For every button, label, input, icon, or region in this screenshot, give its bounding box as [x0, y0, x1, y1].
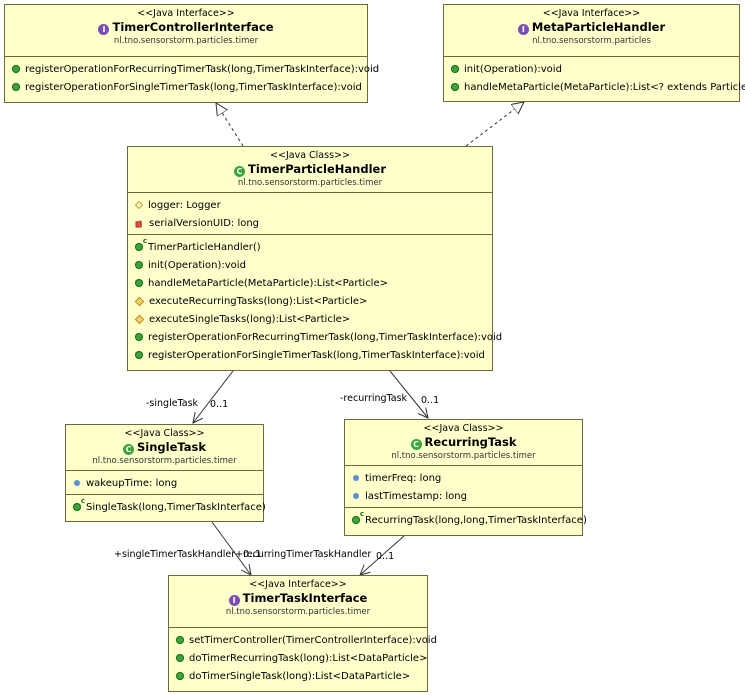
- private-static-final-icon: F: [135, 219, 142, 227]
- method-row[interactable]: executeRecurringTasks(long):List<Particl…: [128, 292, 492, 310]
- class-name: TimerParticleHandler: [247, 162, 386, 176]
- package-label: nl.tno.sensorstorm.particles: [532, 36, 651, 46]
- edge-multiplicity-label: 0..1: [243, 549, 262, 560]
- method-row[interactable]: registerOperationForSingleTimerTask(long…: [5, 78, 367, 96]
- package-label: nl.tno.sensorstorm.particles.timer: [237, 178, 383, 188]
- package-label: nl.tno.sensorstorm.particles.timer: [92, 456, 237, 466]
- method-row[interactable]: registerOperationForSingleTimerTask(long…: [128, 346, 492, 364]
- class-icon: C: [233, 166, 245, 177]
- field-row[interactable]: logger: Logger: [128, 196, 492, 214]
- public-method-icon: [451, 65, 459, 73]
- association-edge-recurringtask-handler: [360, 535, 405, 575]
- public-method-icon: [135, 279, 143, 287]
- class-name: MetaParticleHandler: [531, 20, 666, 34]
- package-label: nl.tno.sensorstorm.particles.timer: [113, 36, 259, 46]
- class-name: SingleTask: [137, 440, 206, 454]
- method-row[interactable]: handleMetaParticle(MetaParticle):List<? …: [444, 78, 745, 96]
- method-row[interactable]: SingleTask(long,TimerTaskInterface): [66, 497, 266, 516]
- public-method-icon: [451, 83, 459, 91]
- field-row[interactable]: timerFreq: long: [345, 469, 582, 487]
- constructor-icon: [352, 510, 364, 524]
- association-edge-singletask: [193, 370, 234, 423]
- public-method-icon: [12, 65, 20, 73]
- package-field-icon: [353, 475, 359, 481]
- package-label: nl.tno.sensorstorm.particles.timer: [391, 451, 536, 461]
- stereotype-label: <<Java Interface>>: [137, 8, 235, 19]
- stereotype-label: <<Java Class>>: [423, 423, 504, 434]
- association-edge-singletask-handler: [211, 521, 251, 575]
- class-icon: C: [123, 444, 134, 455]
- interface-icon: I: [517, 24, 529, 35]
- edge-role-label-handlers: +singleTimerTaskHandler+recurringTimerTa…: [114, 549, 372, 560]
- package-field-icon: [74, 480, 80, 486]
- constructor-icon: [73, 497, 85, 511]
- method-row[interactable]: registerOperationForRecurringTimerTask(l…: [5, 60, 379, 78]
- edge-multiplicity-label: 0..1: [376, 551, 395, 562]
- svg-text:F: F: [140, 219, 142, 223]
- method-row[interactable]: doTimerSingleTask(long):List<DataParticl…: [169, 667, 427, 685]
- public-method-icon: [135, 351, 143, 359]
- public-method-icon: [12, 83, 20, 91]
- method-row[interactable]: init(Operation):void: [128, 256, 492, 274]
- method-row[interactable]: init(Operation):void: [444, 60, 739, 78]
- realization-edge-timercontroller: [216, 103, 244, 147]
- interface-icon: I: [228, 595, 240, 606]
- public-method-icon: [176, 636, 184, 644]
- protected-method-icon: [134, 296, 145, 306]
- class-name: TimerTaskInterface: [242, 591, 368, 605]
- class-icon: C: [410, 439, 422, 450]
- constructor-icon: [135, 237, 147, 251]
- method-row[interactable]: RecurringTask(long,long,TimerTaskInterfa…: [345, 510, 587, 529]
- package-field-icon: [353, 493, 359, 499]
- field-row[interactable]: wakeupTime: long: [66, 474, 263, 492]
- edge-role-label-recurringtask: -recurringTask: [340, 393, 408, 404]
- package-label: nl.tno.sensorstorm.particles.timer: [225, 607, 371, 617]
- method-row[interactable]: registerOperationForRecurringTimerTask(l…: [128, 328, 502, 346]
- class-name: RecurringTask: [424, 435, 517, 449]
- stereotype-label: <<Java Class>>: [124, 428, 205, 439]
- public-method-icon: [135, 261, 143, 269]
- edge-role-label-singletask: -singleTask: [146, 398, 199, 409]
- method-row[interactable]: setTimerController(TimerControllerInterf…: [169, 631, 437, 649]
- protected-method-icon: [134, 314, 145, 324]
- method-row[interactable]: handleMetaParticle(MetaParticle):List<Pa…: [128, 274, 492, 292]
- public-method-icon: [135, 333, 143, 341]
- method-row[interactable]: doTimerRecurringTask(long):List<DataPart…: [169, 649, 427, 667]
- edge-multiplicity-label: 0..1: [210, 399, 229, 410]
- stereotype-label: <<Java Class>>: [270, 150, 350, 161]
- edge-multiplicity-label: 0..1: [421, 395, 440, 406]
- method-row[interactable]: TimerParticleHandler(): [128, 237, 492, 256]
- public-method-icon: [176, 654, 184, 662]
- public-method-icon: [176, 672, 184, 680]
- realization-edge-metaparticlehandler: [465, 102, 524, 147]
- class-name: TimerControllerInterface: [112, 20, 274, 34]
- field-row[interactable]: lastTimestamp: long: [345, 487, 582, 505]
- stereotype-label: <<Java Interface>>: [542, 8, 641, 19]
- association-edge-recurringtask: [389, 370, 428, 418]
- method-row[interactable]: executeSingleTasks(long):List<Particle>: [128, 310, 492, 328]
- stereotype-label: <<Java Interface>>: [249, 579, 347, 590]
- protected-field-icon: [134, 200, 144, 210]
- interface-icon: I: [98, 24, 110, 35]
